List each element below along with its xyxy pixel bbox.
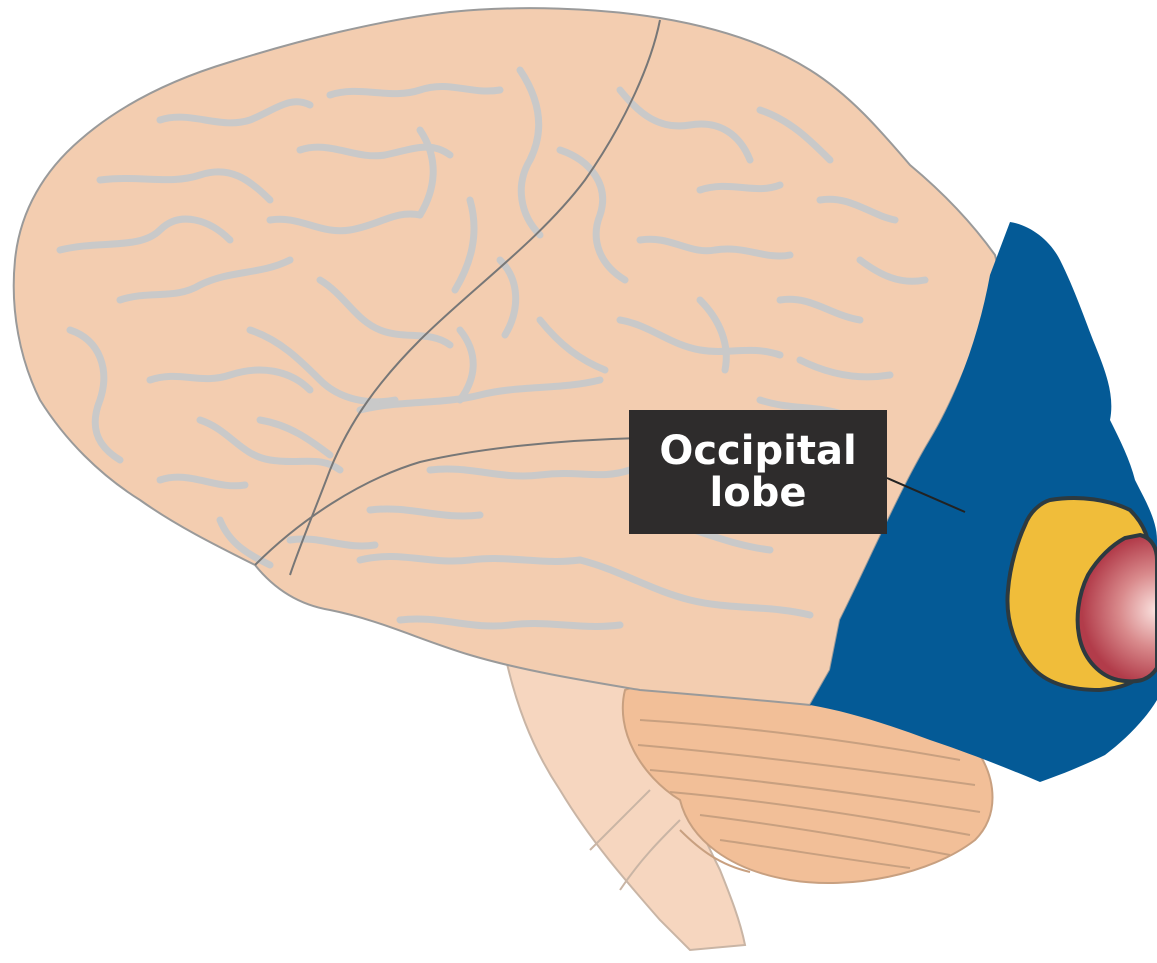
label-line-2: lobe (629, 472, 887, 514)
occipital-lobe-label: Occipital lobe (629, 410, 887, 534)
label-line-1: Occipital (629, 430, 887, 472)
